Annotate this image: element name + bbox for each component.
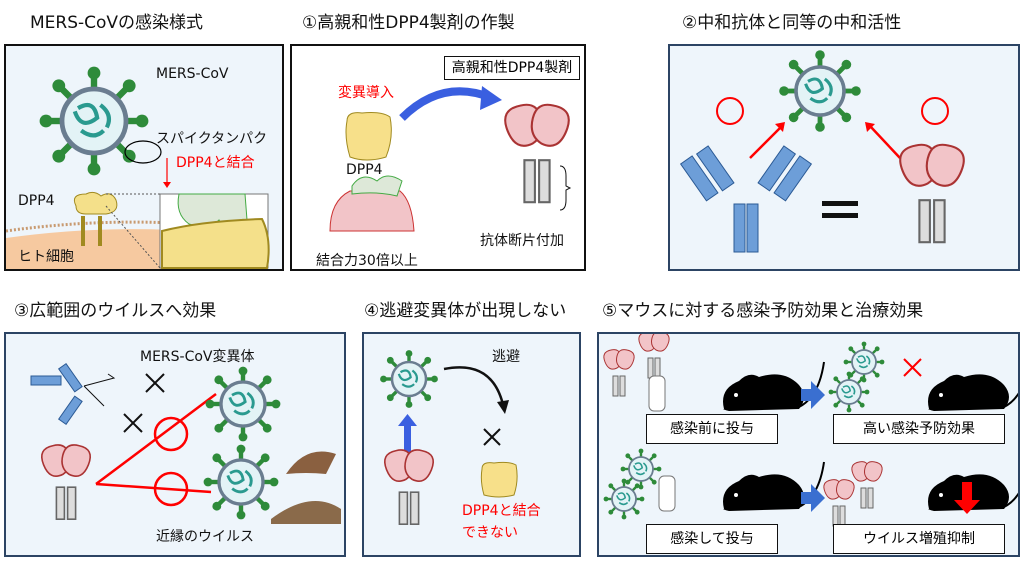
binding-label: DPP4と結合 <box>176 155 255 171</box>
panel-title-broad: ③広範囲のウイルスへ効果 <box>14 301 217 321</box>
variants-label: MERS-CoV変異体 <box>140 349 255 365</box>
spike-label: スパイクタンパク <box>156 131 268 147</box>
trap-molecule-icon <box>40 444 92 521</box>
panel-broad: MERS-CoV変異体 近縁のウイルス <box>4 332 346 557</box>
panel-title-neutralization: ②中和抗体と同等の中和活性 <box>682 13 902 33</box>
neutralization-illustration <box>679 46 965 253</box>
preparation-illustration <box>329 86 572 232</box>
broad-illustration <box>30 362 341 524</box>
panel-infection: MERS-CoV スパイクタンパク DPP4と結合 DPP4 ヒト細胞 <box>4 44 284 271</box>
pangolin-icon <box>271 501 341 524</box>
trap-molecule-icon <box>383 449 435 526</box>
escape-label: 逃避 <box>492 349 520 365</box>
fc-label: 抗体断片付加 <box>480 233 564 249</box>
panel-escape: 逃避 DPP4と結合 できない <box>362 332 581 557</box>
arrow-right-icon <box>801 484 825 512</box>
nebulizer-icon <box>658 475 676 512</box>
related-label: 近縁のウイルス <box>156 529 254 545</box>
trap-molecule-icon <box>899 143 965 244</box>
virus-icon <box>779 50 861 132</box>
virus-icon <box>827 370 871 414</box>
suppression-label: ウイルス増殖抑制 <box>833 524 1005 554</box>
dpp4-label: DPP4 <box>346 162 383 178</box>
trap-molecule-icon <box>603 349 635 397</box>
bat-icon <box>286 451 336 474</box>
virus-label: MERS-CoV <box>156 66 229 82</box>
cell-label: ヒト細胞 <box>18 249 74 265</box>
trap-molecule-icon <box>851 461 883 509</box>
panel-title-infection: MERS-CoVの感染様式 <box>30 13 204 33</box>
nebulizer-icon <box>648 375 666 412</box>
cannot-bind-label: DPP4と結合 <box>462 503 541 519</box>
virus-icon <box>602 477 646 521</box>
panel-title-mouse: ⑤マウスに対する感染予防効果と治療効果 <box>602 301 924 321</box>
trap-molecule-icon <box>638 334 670 379</box>
mouse-illustration <box>602 334 1018 527</box>
panel-preparation: 変異導入 DPP4 結合力30倍以上 高親和性DPP4製剤 抗体断片付加 <box>290 44 586 271</box>
cannot-bind-label-2: できない <box>462 525 518 541</box>
panel-title-escape: ④逃避変異体が出現しない <box>364 301 567 321</box>
mers-virus-icon <box>40 67 149 176</box>
infection-illustration <box>6 46 270 269</box>
mouse-icon <box>722 361 825 412</box>
affinity-label: 結合力30倍以上 <box>316 253 418 269</box>
down-arrow-icon <box>954 500 980 514</box>
escape-illustration <box>378 348 518 526</box>
mouse-icon <box>927 361 1018 412</box>
antibody-icon <box>679 145 813 253</box>
dpp4-label: DPP4 <box>18 193 55 209</box>
before-infection-label: 感染前に投与 <box>646 414 778 444</box>
arrow-right-icon <box>801 381 825 409</box>
prevention-label: 高い感染予防効果 <box>833 414 1005 444</box>
product-label: 高親和性DPP4製剤 <box>444 56 580 80</box>
virus-icon <box>619 447 663 491</box>
after-infection-label: 感染して投与 <box>646 524 778 554</box>
antibody-icon <box>30 362 83 426</box>
trap-molecule-icon <box>823 479 855 527</box>
panel-title-preparation: ①高親和性DPP4製剤の作製 <box>302 13 515 33</box>
virus-icon <box>378 348 440 410</box>
variant-virus-icon <box>206 367 281 442</box>
trap-molecule-icon <box>504 103 570 204</box>
mutation-label: 変異導入 <box>338 85 394 101</box>
panel-mouse: 感染前に投与 高い感染予防効果 感染して投与 ウイルス増殖抑制 <box>597 332 1020 557</box>
related-virus-icon <box>204 445 279 520</box>
panel-neutralization: = <box>668 44 1020 271</box>
